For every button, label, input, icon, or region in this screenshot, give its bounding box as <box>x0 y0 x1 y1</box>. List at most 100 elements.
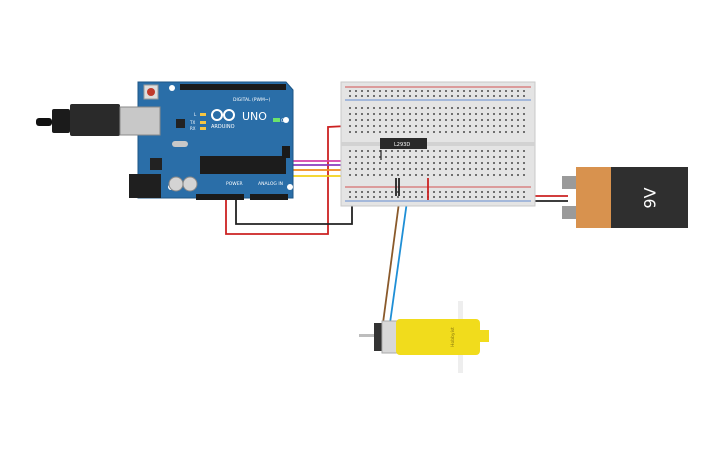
breadboard-hole[interactable] <box>493 107 495 109</box>
breadboard-hole[interactable] <box>487 95 489 97</box>
breadboard-hole[interactable] <box>475 174 477 176</box>
breadboard-hole[interactable] <box>373 125 375 127</box>
breadboard-hole[interactable] <box>433 174 435 176</box>
breadboard-hole[interactable] <box>451 90 453 92</box>
breadboard-hole[interactable] <box>373 113 375 115</box>
breadboard-hole[interactable] <box>433 168 435 170</box>
breadboard-hole[interactable] <box>487 168 489 170</box>
breadboard-hole[interactable] <box>445 168 447 170</box>
breadboard-hole[interactable] <box>493 125 495 127</box>
breadboard-hole[interactable] <box>373 191 375 193</box>
breadboard-hole[interactable] <box>403 191 405 193</box>
breadboard-hole[interactable] <box>493 113 495 115</box>
breadboard-hole[interactable] <box>457 95 459 97</box>
breadboard-hole[interactable] <box>421 168 423 170</box>
breadboard-hole[interactable] <box>415 113 417 115</box>
breadboard-hole[interactable] <box>415 196 417 198</box>
breadboard-hole[interactable] <box>385 156 387 158</box>
breadboard-hole[interactable] <box>439 95 441 97</box>
breadboard-hole[interactable] <box>349 191 351 193</box>
breadboard-hole[interactable] <box>457 156 459 158</box>
breadboard-hole[interactable] <box>499 150 501 152</box>
breadboard-hole[interactable] <box>373 168 375 170</box>
breadboard-hole[interactable] <box>451 196 453 198</box>
breadboard-hole[interactable] <box>481 191 483 193</box>
breadboard-hole[interactable] <box>361 107 363 109</box>
breadboard-hole[interactable] <box>445 174 447 176</box>
breadboard-hole[interactable] <box>451 162 453 164</box>
breadboard-hole[interactable] <box>475 191 477 193</box>
breadboard-hole[interactable] <box>421 107 423 109</box>
breadboard-hole[interactable] <box>445 107 447 109</box>
breadboard-hole[interactable] <box>463 90 465 92</box>
breadboard-hole[interactable] <box>463 174 465 176</box>
breadboard-hole[interactable] <box>433 191 435 193</box>
breadboard-hole[interactable] <box>481 90 483 92</box>
breadboard-hole[interactable] <box>391 107 393 109</box>
breadboard-hole[interactable] <box>349 168 351 170</box>
breadboard-hole[interactable] <box>457 107 459 109</box>
breadboard-hole[interactable] <box>505 191 507 193</box>
breadboard-hole[interactable] <box>511 95 513 97</box>
breadboard-hole[interactable] <box>499 162 501 164</box>
breadboard-hole[interactable] <box>487 90 489 92</box>
breadboard-hole[interactable] <box>523 131 525 133</box>
breadboard-hole[interactable] <box>367 95 369 97</box>
breadboard-hole[interactable] <box>517 125 519 127</box>
breadboard-hole[interactable] <box>403 131 405 133</box>
breadboard-hole[interactable] <box>487 191 489 193</box>
breadboard-hole[interactable] <box>511 90 513 92</box>
breadboard-hole[interactable] <box>475 196 477 198</box>
breadboard-hole[interactable] <box>349 162 351 164</box>
breadboard-hole[interactable] <box>361 156 363 158</box>
breadboard-hole[interactable] <box>415 191 417 193</box>
breadboard-hole[interactable] <box>367 90 369 92</box>
breadboard-hole[interactable] <box>499 113 501 115</box>
l293d-chip[interactable]: L293D <box>380 138 427 149</box>
breadboard-hole[interactable] <box>451 168 453 170</box>
breadboard-hole[interactable] <box>379 150 381 152</box>
breadboard-hole[interactable] <box>439 90 441 92</box>
breadboard-hole[interactable] <box>409 174 411 176</box>
breadboard-hole[interactable] <box>421 191 423 193</box>
breadboard-hole[interactable] <box>433 125 435 127</box>
breadboard-hole[interactable] <box>433 107 435 109</box>
breadboard-hole[interactable] <box>421 162 423 164</box>
breadboard-hole[interactable] <box>469 125 471 127</box>
breadboard-hole[interactable] <box>517 113 519 115</box>
breadboard-hole[interactable] <box>523 90 525 92</box>
breadboard-hole[interactable] <box>355 150 357 152</box>
breadboard-hole[interactable] <box>415 125 417 127</box>
breadboard-hole[interactable] <box>361 113 363 115</box>
breadboard-hole[interactable] <box>385 174 387 176</box>
breadboard-hole[interactable] <box>493 90 495 92</box>
breadboard-hole[interactable] <box>493 168 495 170</box>
breadboard-hole[interactable] <box>433 150 435 152</box>
breadboard-hole[interactable] <box>421 119 423 121</box>
breadboard-hole[interactable] <box>475 95 477 97</box>
breadboard-hole[interactable] <box>481 107 483 109</box>
breadboard-hole[interactable] <box>505 162 507 164</box>
breadboard-hole[interactable] <box>349 119 351 121</box>
breadboard-hole[interactable] <box>427 95 429 97</box>
breadboard-hole[interactable] <box>469 150 471 152</box>
breadboard-hole[interactable] <box>439 156 441 158</box>
breadboard-hole[interactable] <box>523 125 525 127</box>
breadboard-hole[interactable] <box>397 119 399 121</box>
breadboard-hole[interactable] <box>463 168 465 170</box>
breadboard-hole[interactable] <box>421 196 423 198</box>
reset-button-cap[interactable] <box>147 88 155 96</box>
breadboard-hole[interactable] <box>445 150 447 152</box>
breadboard-hole[interactable] <box>403 113 405 115</box>
breadboard-hole[interactable] <box>385 113 387 115</box>
breadboard-hole[interactable] <box>505 95 507 97</box>
breadboard-hole[interactable] <box>439 150 441 152</box>
breadboard-hole[interactable] <box>427 131 429 133</box>
breadboard-hole[interactable] <box>421 150 423 152</box>
breadboard-hole[interactable] <box>409 113 411 115</box>
breadboard-holes[interactable] <box>349 90 525 198</box>
breadboard-hole[interactable] <box>397 168 399 170</box>
breadboard-hole[interactable] <box>397 150 399 152</box>
breadboard-hole[interactable] <box>397 156 399 158</box>
breadboard-hole[interactable] <box>421 113 423 115</box>
